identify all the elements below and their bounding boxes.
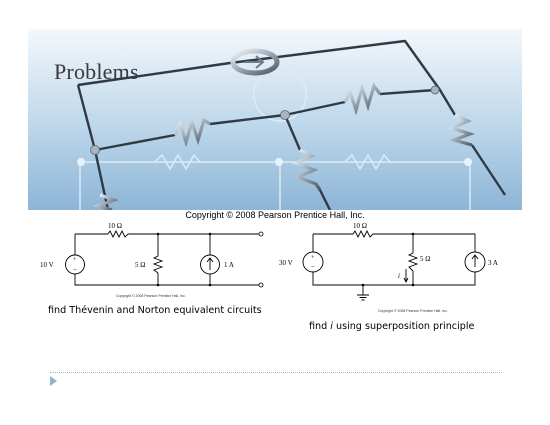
- bullet-arrow-icon: [50, 376, 57, 386]
- c2-caption-suffix: using superposition principle: [332, 321, 475, 332]
- c1-current-source-label: 1 A: [224, 261, 234, 269]
- svg-text:+: +: [73, 257, 77, 263]
- c2-resistor-top-label: 10 Ω: [353, 222, 367, 230]
- c1-copyright: Copyright © 2008 Pearson Prentice Hall, …: [116, 294, 186, 298]
- c2-caption: find i using superposition principle: [309, 321, 474, 332]
- c2-caption-prefix: find: [309, 321, 331, 332]
- svg-text:−: −: [311, 263, 315, 271]
- c1-resistor-top-label: 10 Ω: [108, 222, 122, 230]
- circuit-1-diagram: + − 10 Ω 10 V 5 Ω 1 A: [40, 222, 264, 288]
- svg-text:+: +: [311, 255, 315, 261]
- slide-title: Problems: [54, 59, 139, 84]
- c2-resistor-shunt-label: 5 Ω: [420, 255, 430, 263]
- banner-source: [230, 48, 280, 76]
- header-banner: [28, 29, 522, 210]
- svg-text:−: −: [73, 266, 77, 274]
- circuit-2-diagram: + − 10 Ω 30 V 5 Ω i 3 A: [279, 222, 498, 301]
- c1-caption: find Thévenin and Norton equivalent circ…: [48, 305, 262, 316]
- banner-resistors: [92, 82, 475, 210]
- c2-current-source-label: 3 A: [488, 259, 498, 267]
- c2-caption-variable: i: [330, 321, 333, 332]
- c2-current-label: i: [398, 272, 400, 280]
- c2-source-voltage-label: 30 V: [279, 259, 293, 267]
- divider-line: [50, 372, 502, 373]
- banner-copyright: Copyright © 2008 Pearson Prentice Hall, …: [185, 210, 365, 220]
- banner-nodes: [90, 85, 440, 155]
- c1-resistor-shunt-label: 5 Ω: [135, 261, 145, 269]
- c1-source-voltage-label: 10 V: [40, 261, 54, 269]
- c2-copyright: Copyright © 2008 Pearson Prentice Hall, …: [378, 309, 448, 313]
